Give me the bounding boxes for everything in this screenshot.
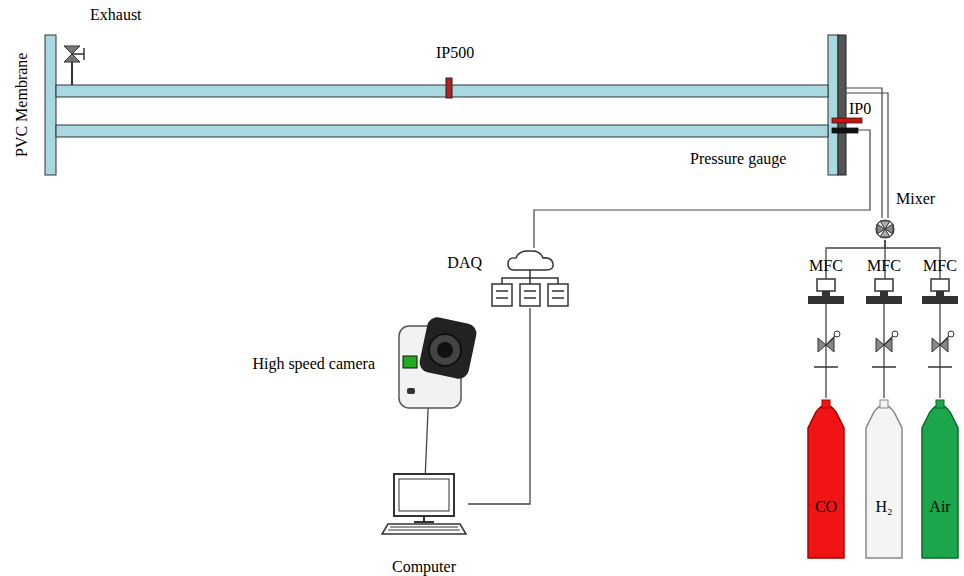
- co-symbol: [807, 398, 845, 558]
- membrane-label: PVC Membrane: [13, 53, 31, 157]
- mfc-symbol: [922, 279, 958, 304]
- mfc-icon: MFC: [866, 279, 902, 304]
- part-label: IP0: [849, 100, 871, 118]
- node-label: DAQ: [447, 254, 482, 272]
- part-label: Pressure gauge: [690, 150, 786, 168]
- part-label: Exhaust: [90, 6, 142, 24]
- node-label: Mixer: [896, 190, 935, 208]
- node-label: Computer: [392, 558, 456, 576]
- computer-symbol: [380, 472, 468, 536]
- air-symbol: [921, 398, 959, 558]
- daq-symbol: [490, 248, 570, 308]
- mixer-icon: Mixer: [874, 218, 896, 240]
- regulator-valve: [928, 331, 954, 367]
- mfc-symbol: [866, 279, 902, 304]
- mfc-icon: MFC: [922, 279, 958, 304]
- gas-cylinder: Air: [921, 398, 959, 558]
- regulator-valve: [814, 331, 840, 367]
- camera-icon: High speed camera: [385, 318, 475, 410]
- connector: [883, 304, 884, 398]
- node-label: High speed camera: [252, 355, 375, 373]
- node-label: MFC: [923, 257, 957, 275]
- connector: [468, 308, 530, 504]
- gas-cylinder: H₂: [865, 398, 903, 558]
- gas-cylinder: CO: [807, 398, 845, 558]
- regulator-valve: [872, 331, 898, 367]
- computer-icon: Computer: [380, 472, 468, 536]
- connector: [825, 304, 826, 398]
- camera-symbol: [385, 318, 475, 410]
- node-label: Air: [929, 498, 950, 516]
- daq-icon: DAQ: [490, 248, 570, 308]
- mfc-icon: MFC: [808, 279, 844, 304]
- node-label: CO: [815, 498, 837, 516]
- part-label: IP500: [436, 44, 474, 62]
- node-label: MFC: [809, 257, 843, 275]
- node-label: H₂: [875, 498, 892, 516]
- node-label: MFC: [867, 257, 901, 275]
- mixer-symbol: [874, 218, 896, 240]
- connector: [939, 304, 940, 398]
- h2-symbol: [865, 398, 903, 558]
- mfc-symbol: [808, 279, 844, 304]
